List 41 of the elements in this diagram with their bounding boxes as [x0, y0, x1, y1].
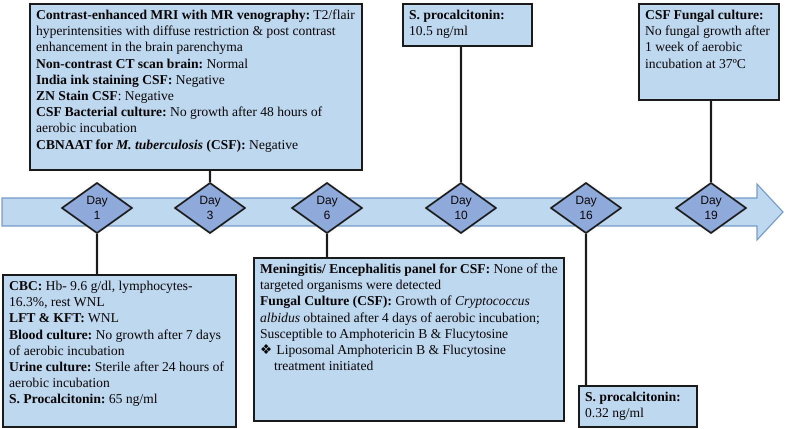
finding-text: ZN Stain CSF: Negative — [36, 88, 175, 104]
day-diamond — [174, 182, 246, 234]
finding-text: LFT & KFT: WNL — [9, 310, 120, 327]
finding-text: Non-contrast CT scan brain: Normal — [36, 56, 249, 72]
connector-line — [326, 234, 328, 257]
finding-text: CBNAAT for M. tuberculosis (CSF): Negative — [36, 136, 300, 153]
day-diamond — [291, 182, 363, 234]
finding-text: Meningitis/ Encephalitis panel for CSF: None of the targeted organisms were detected — [260, 261, 558, 294]
finding-text: Contrast-enhanced MRI with MR venography: T2/flair hyperintensities with diffuse restriction & post contrast enhancement in the brain parenchyma — [36, 7, 356, 56]
finding-text: CSF Fungal culture: No fungal growth after 1 week of aerobic incubation at 37ºC — [645, 7, 771, 72]
finding-text: India ink staining CSF: Negative — [36, 72, 226, 88]
finding-text: S. procalcitonin: 0.32 ng/ml — [585, 389, 682, 422]
info-box — [253, 257, 565, 422]
connector-line — [460, 47, 462, 182]
finding-text: Blood culture: No growth after 7 days of aerobic incubation — [9, 326, 222, 360]
day-label: Day 10 — [449, 193, 473, 223]
finding-text: S. procalcitonin: 10.5 ng/ml — [409, 7, 506, 40]
finding-text: Urine culture: Sterile after 24 hours of aerobic incubation — [9, 359, 225, 392]
day-label: Day 3 — [198, 193, 222, 223]
day-diamond — [425, 182, 497, 234]
day-label: Day 6 — [315, 193, 339, 223]
day-diamond — [675, 182, 747, 234]
info-box — [29, 3, 363, 171]
day-diamond — [61, 182, 133, 234]
connector-line — [584, 234, 588, 385]
info-box — [638, 3, 780, 101]
day-label: Day 1 — [85, 193, 109, 223]
info-box — [578, 385, 698, 428]
info-box — [2, 274, 237, 428]
finding-text: ❖ Liposomal Amphotericin B & Flucytosine treatment initiated — [260, 342, 507, 374]
connector-line — [96, 234, 98, 274]
day-diamond — [550, 182, 622, 234]
connector-line — [208, 171, 212, 182]
finding-text: CSF Bacterial culture: No growth after 48 hours of aerobic incubation — [36, 104, 324, 137]
info-box — [402, 3, 533, 47]
finding-text: CBC: Hb- 9.6 g/dl, lymphocytes- 16.3%, rest WNL — [9, 278, 194, 310]
day-label: Day 19 — [699, 193, 723, 223]
finding-text: Fungal Culture (CSF): Growth of Cryptococcus albidus obtained after 4 days of aerobic incubation; Susceptible to Amphotericin B & Flucytosine — [260, 293, 541, 342]
finding-text: S. Procalcitonin: 65 ng/ml — [9, 391, 159, 408]
connector-line — [710, 101, 712, 182]
day-label: Day 16 — [574, 193, 598, 223]
